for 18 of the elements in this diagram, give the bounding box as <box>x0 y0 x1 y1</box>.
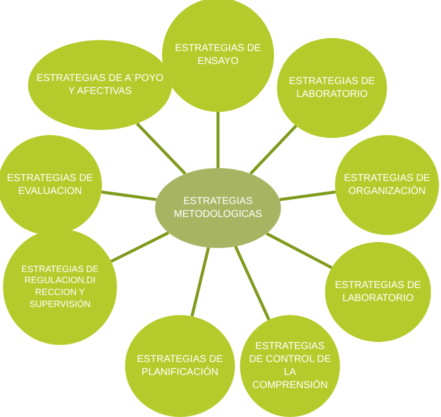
node-label: ESTRATEGIAS DE REGULACION,DI RECCION Y SUPERVISIÓN <box>20 264 100 310</box>
node-label: ESTRATEGIAS DE EVALUACION <box>6 172 94 198</box>
connector-line <box>190 247 210 317</box>
connector-line <box>249 124 298 175</box>
connector-line <box>110 231 170 263</box>
node-label: ESTRATEGIAS DE PLANIFICACIÓN <box>136 353 224 379</box>
node-label: ESTRATEGIAS DE LABORATORIO <box>334 279 422 305</box>
connector-line <box>101 190 157 202</box>
connector-line <box>216 112 220 168</box>
node-label: ESTRATEGIAS DE LABORATORIO <box>288 75 376 101</box>
connector-line <box>266 232 332 270</box>
node-label: ESTRATEGIAS DE ORGANIZACIÓN <box>343 172 431 198</box>
connector-line <box>279 190 336 202</box>
node-label: ESTRATEGIAS DE A´POYO Y AFECTIVAS <box>36 72 164 98</box>
node-label: ESTRATEGIAS METODOLOGICAS <box>172 195 264 221</box>
node-label: ESTRATEGIAS DE ENSAYO <box>174 42 262 68</box>
node-label: ESTRATEGIAS DE CONTROL DE LA COMPRENSIÓN <box>248 340 332 392</box>
connector-line <box>136 122 186 175</box>
